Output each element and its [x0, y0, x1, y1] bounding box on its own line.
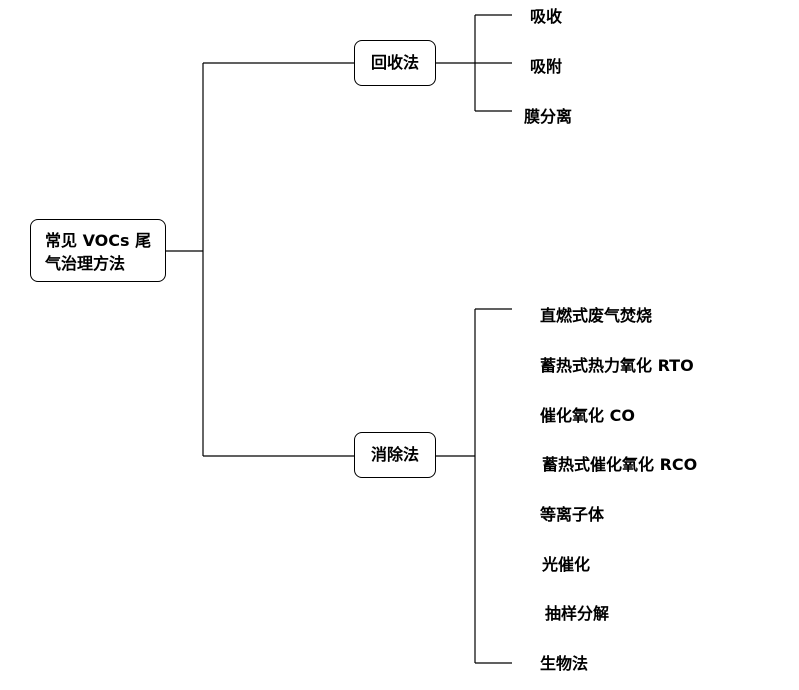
leaf-item: 等离子体 [540, 505, 605, 524]
leaf-item: 吸收 [530, 7, 563, 26]
leaf-item: 吸附 [530, 57, 563, 76]
leaf-item: 生物法 [540, 654, 589, 673]
leaf-item: 催化氧化 CO [540, 406, 635, 425]
category-label: 回收法 [370, 53, 419, 72]
root-node: 常见 VOCs 尾 气治理方法 [30, 219, 166, 282]
leaf-item: 膜分离 [524, 107, 573, 126]
leaf-item: 抽样分解 [545, 604, 610, 623]
root-label-line2: 气治理方法 [45, 254, 126, 273]
root-label-line1: 常见 VOCs 尾 [45, 231, 152, 250]
leaf-item: 直燃式废气焚烧 [540, 306, 653, 325]
category-label: 消除法 [370, 445, 419, 464]
leaf-item: 光催化 [542, 555, 591, 574]
category-recovery: 回收法 [354, 40, 436, 86]
category-elimination: 消除法 [354, 432, 436, 478]
leaf-item: 蓄热式热力氧化 RTO [540, 356, 694, 375]
leaf-item: 蓄热式催化氧化 RCO [542, 455, 698, 474]
